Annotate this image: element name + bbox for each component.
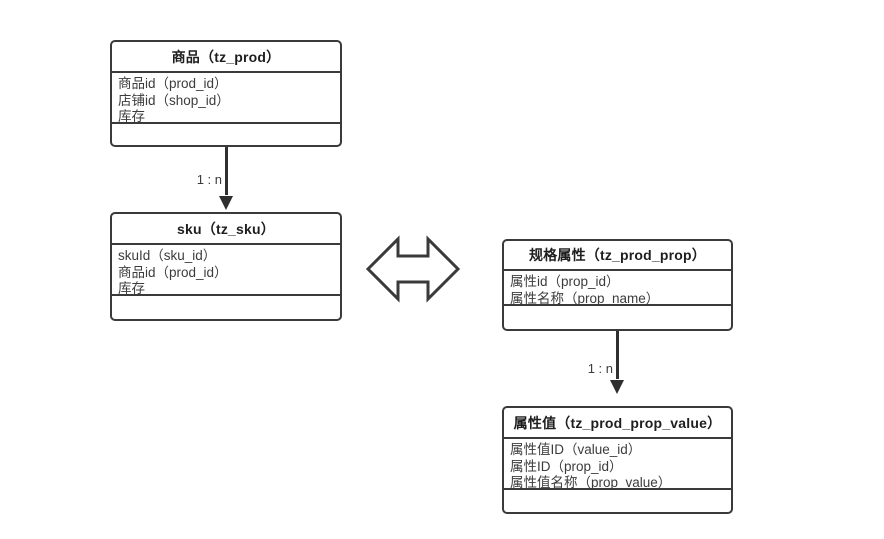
entity-field: 属性id（prop_id） [510,274,620,289]
entity-field: skuId（sku_id） [118,248,217,263]
entity-box-tz-prod[interactable]: 商品（tz_prod） 商品id（prod_id） 店铺id（shop_id） … [110,40,342,147]
entity-footer-tz-sku [112,296,340,319]
entity-footer-tz-prod-prop [504,306,731,329]
entity-fields-tz-sku: skuId（sku_id） 商品id（prod_id） 库存 [112,245,340,296]
connector-line [225,147,228,195]
entity-field: 属性ID（prop_id） [510,458,623,474]
entity-title-tz-prod-prop: 规格属性（tz_prod_prop） [504,241,731,271]
entity-field: 商品id（prod_id） [118,76,228,91]
entity-field: 库存 [118,281,145,296]
entity-field: 属性值名称（prop_value） [510,475,672,490]
entity-title-tz-prod: 商品（tz_prod） [112,42,340,73]
entity-footer-tz-prod [112,124,340,145]
arrow-head-down-icon [610,380,624,394]
entity-field: 商品id（prod_id） [118,264,228,280]
entity-field: 属性值ID（value_id） [510,442,642,457]
entity-box-tz-prod-prop-value[interactable]: 属性值（tz_prod_prop_value） 属性值ID（value_id） … [502,406,733,514]
entity-footer-tz-prod-prop-value [504,490,731,512]
connector-cardinality-label: 1 : n [196,172,222,187]
double-headed-arrow-icon [366,234,460,304]
entity-field: 库存 [118,109,145,124]
entity-box-tz-prod-prop[interactable]: 规格属性（tz_prod_prop） 属性id（prop_id） 属性名称（pr… [502,239,733,331]
connector-cardinality-label: 1 : n [587,361,613,376]
entity-title-tz-prod-prop-value: 属性值（tz_prod_prop_value） [504,408,731,439]
entity-fields-tz-prod-prop: 属性id（prop_id） 属性名称（prop_name） [504,271,731,306]
entity-fields-tz-prod: 商品id（prod_id） 店铺id（shop_id） 库存 [112,73,340,124]
entity-box-tz-sku[interactable]: sku（tz_sku） skuId（sku_id） 商品id（prod_id） … [110,212,342,321]
entity-field: 店铺id（shop_id） [118,92,230,108]
arrow-head-down-icon [219,196,233,210]
entity-field: 属性名称（prop_name） [510,290,660,306]
connector-line [616,331,619,379]
entity-title-tz-sku: sku（tz_sku） [112,214,340,245]
entity-fields-tz-prod-prop-value: 属性值ID（value_id） 属性ID（prop_id） 属性值名称（prop… [504,439,731,490]
